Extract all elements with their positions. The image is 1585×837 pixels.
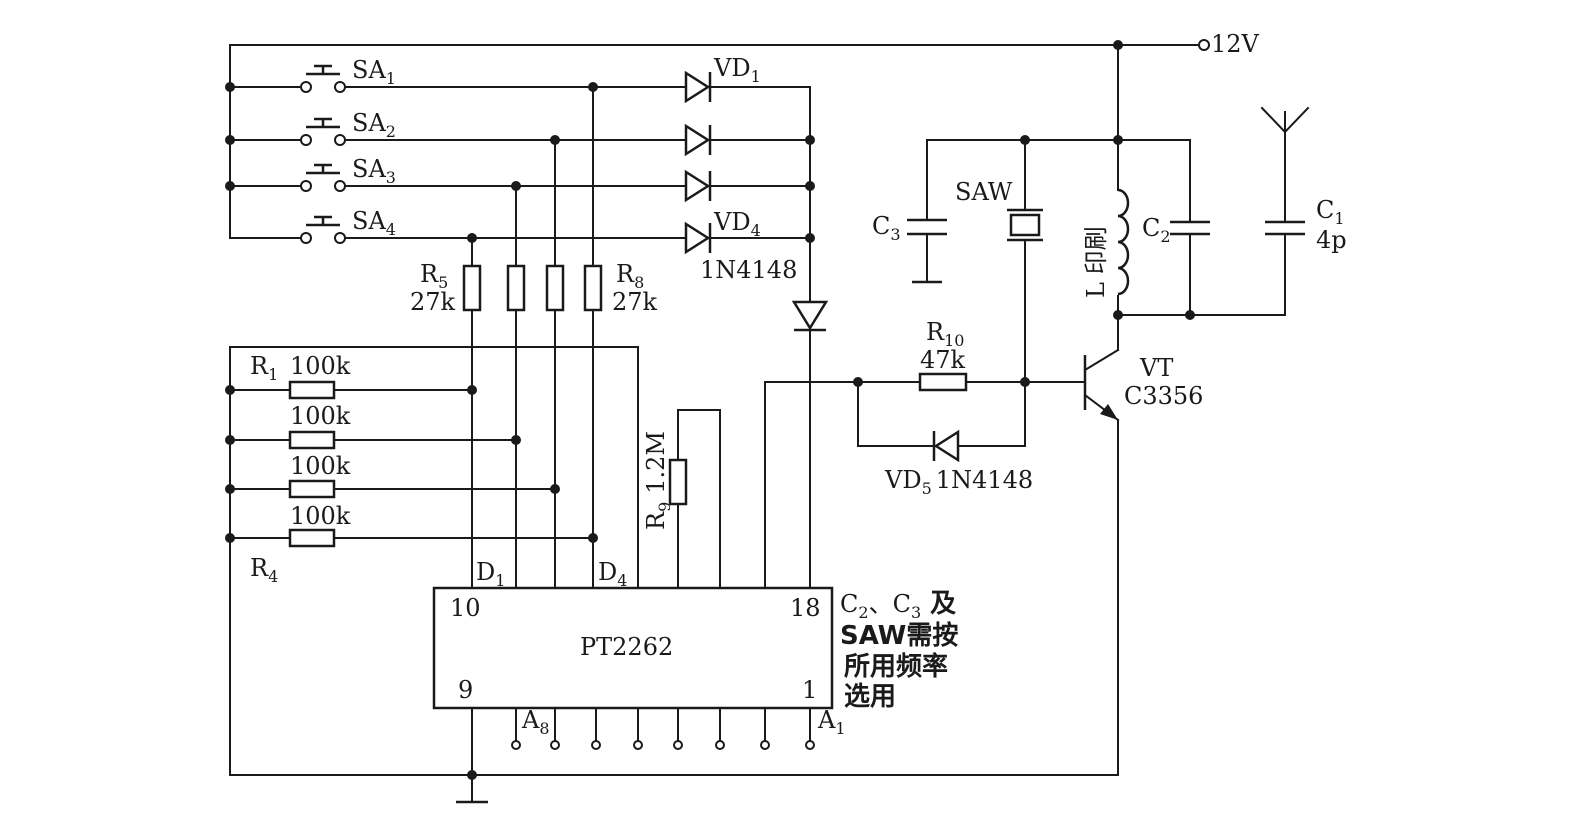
diode-vd1 xyxy=(684,70,712,104)
r8-label: R8 xyxy=(616,260,644,292)
ic-d1-label: D1 xyxy=(476,558,505,590)
wires xyxy=(229,44,1286,801)
ic-pin-18: 18 xyxy=(790,594,821,622)
resistor-r8 xyxy=(583,264,603,312)
resistor-r4 xyxy=(288,528,336,548)
resistor-r7 xyxy=(545,264,565,312)
svg-text:SA1: SA1 xyxy=(352,56,396,88)
ic-pt2262: PT2262 10 18 9 1 xyxy=(432,586,834,710)
diode-vd5 xyxy=(932,429,960,463)
svg-text:C2、C3 及: C2、C3 及 xyxy=(840,589,956,622)
r10-label: R10 xyxy=(926,318,964,350)
c2-label: C2 xyxy=(1142,214,1171,246)
r4-label: R4 xyxy=(250,554,278,586)
switch-sa4: SA4 xyxy=(300,207,396,244)
ic-name: PT2262 xyxy=(580,633,673,661)
r1-label: R1 xyxy=(250,352,278,384)
resistor-r5 xyxy=(462,264,482,312)
ic-pin-9: 9 xyxy=(458,676,473,704)
svg-text:SA4: SA4 xyxy=(352,207,396,239)
switch-sa3: SA3 xyxy=(300,155,396,192)
ic-pin-10: 10 xyxy=(450,594,481,622)
ic-pin-1: 1 xyxy=(802,676,817,704)
resistor-r10 xyxy=(918,372,968,392)
svg-text:SA2: SA2 xyxy=(352,109,396,141)
supply-terminal: 12V xyxy=(1117,30,1260,58)
capacitor-c1 xyxy=(1265,220,1305,236)
inductor-label: L 印刷 xyxy=(1082,226,1110,298)
diode-vd3 xyxy=(684,169,712,203)
svg-text:所用频率: 所用频率 xyxy=(844,651,948,682)
saw-filter xyxy=(1007,208,1043,242)
r10-value: 47k xyxy=(920,346,966,374)
ic-a1-label: A1 xyxy=(817,706,846,738)
transistor-vt xyxy=(1083,348,1120,422)
resistor-r1 xyxy=(288,380,336,400)
r3-value: 100k xyxy=(290,452,351,480)
address-pins xyxy=(511,740,815,750)
r5-value: 27k xyxy=(410,288,456,316)
resistor-r6 xyxy=(506,264,526,312)
c1-value: 4p xyxy=(1316,226,1347,254)
resistor-r3 xyxy=(288,479,336,499)
saw-label: SAW xyxy=(955,178,1013,206)
inductor-l xyxy=(1117,188,1130,296)
r1-value: 100k xyxy=(290,352,351,380)
c1-label: C1 xyxy=(1316,196,1345,228)
capacitor-c3 xyxy=(907,218,947,284)
vd1-label: VD1 xyxy=(713,54,761,86)
r5-label: R5 xyxy=(420,260,448,292)
vd-part-label: 1N4148 xyxy=(700,256,797,284)
r2-value: 100k xyxy=(290,402,351,430)
svg-text:SA3: SA3 xyxy=(352,155,396,187)
switch-sa2: SA2 xyxy=(300,109,396,146)
r8-value: 27k xyxy=(612,288,658,316)
vt-part: C3356 xyxy=(1124,382,1203,410)
antenna-icon xyxy=(1260,106,1310,141)
diode-series xyxy=(791,300,829,332)
capacitor-c2 xyxy=(1170,220,1210,236)
svg-text:SAW需按: SAW需按 xyxy=(840,620,958,651)
vt-label: VT xyxy=(1139,354,1173,382)
switch-sa1: SA1 xyxy=(300,56,396,93)
supply-label: 12V xyxy=(1211,30,1260,58)
diode-vd4 xyxy=(684,221,712,255)
svg-text:选用: 选用 xyxy=(844,682,896,712)
resistor-r9 xyxy=(668,458,688,506)
junction-dots xyxy=(225,40,1195,780)
c3-label: C3 xyxy=(872,212,901,244)
design-note: C2、C3 及 SAW需按 所用频率 选用 xyxy=(840,589,958,712)
r4-value: 100k xyxy=(290,502,351,530)
resistor-r2 xyxy=(288,430,336,450)
vd4-label: VD4 xyxy=(713,208,761,240)
ic-a8-label: A8 xyxy=(521,706,550,738)
r9-label: R91.2M xyxy=(642,431,674,530)
diode-vd2 xyxy=(684,123,712,157)
ic-d4-label: D4 xyxy=(598,558,627,590)
